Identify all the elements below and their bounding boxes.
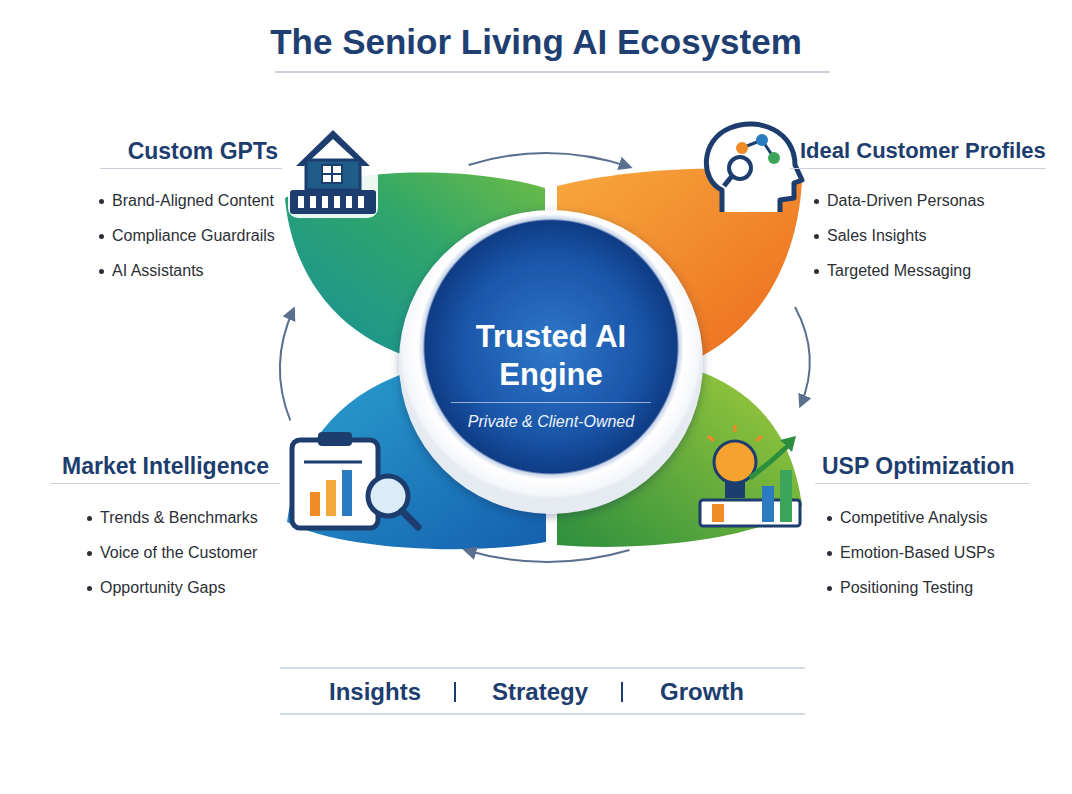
head-icon <box>706 124 802 212</box>
bullet-item: Emotion-Based USPs <box>826 543 995 563</box>
footer-word: Strategy <box>465 677 615 707</box>
bullet-item: Positioning Testing <box>826 578 973 598</box>
bullet-item: Trends & Benchmarks <box>86 508 258 528</box>
engine-subtitle: Private & Client-Owned <box>451 402 651 433</box>
footer-rule <box>280 667 805 669</box>
bullet-item: Targeted Messaging <box>813 261 971 281</box>
lightbulb-icon <box>700 425 800 526</box>
footer-word: Insights <box>300 677 450 707</box>
bullet-item: Compliance Guardrails <box>98 226 275 246</box>
footer-separator <box>454 682 456 702</box>
bullet-item: Sales Insights <box>813 226 927 246</box>
bullet-item: Opportunity Gaps <box>86 578 225 598</box>
cycle-arrow <box>465 550 629 562</box>
bullet-item: Voice of the Customer <box>86 543 257 563</box>
petal-region: Market IntelligenceTrends & BenchmarksVo… <box>285 365 550 550</box>
engine-title: Trusted AI Engine <box>436 318 666 394</box>
bullet-item: Competitive Analysis <box>826 508 988 528</box>
footer-rule <box>280 713 805 715</box>
bullet-item: Brand-Aligned Content <box>98 191 274 211</box>
petal-region: USP OptimizationCompetitive AnalysisEmot… <box>553 365 808 550</box>
section-heading: Ideal Customer Profiles <box>790 136 1046 169</box>
title-rule <box>275 71 830 73</box>
cycle-arrow <box>280 309 294 421</box>
diagram-title: The Senior Living AI Ecosystem <box>0 20 1072 64</box>
cycle-arrow <box>795 307 810 406</box>
bullet-item: AI Assistants <box>98 261 204 281</box>
cycle-arrow <box>469 153 631 167</box>
footer-word: Growth <box>627 677 777 707</box>
footer-separator <box>621 682 623 702</box>
section-heading: Market Intelligence <box>50 451 280 484</box>
section-heading: Custom GPTs <box>100 136 282 169</box>
section-heading: USP Optimization <box>815 451 1030 484</box>
clipboard-icon <box>292 432 418 528</box>
engine-circle: Trusted AI EnginePrivate & Client-Owned <box>399 210 703 514</box>
bullet-item: Data-Driven Personas <box>813 191 984 211</box>
house-icon <box>288 124 378 218</box>
